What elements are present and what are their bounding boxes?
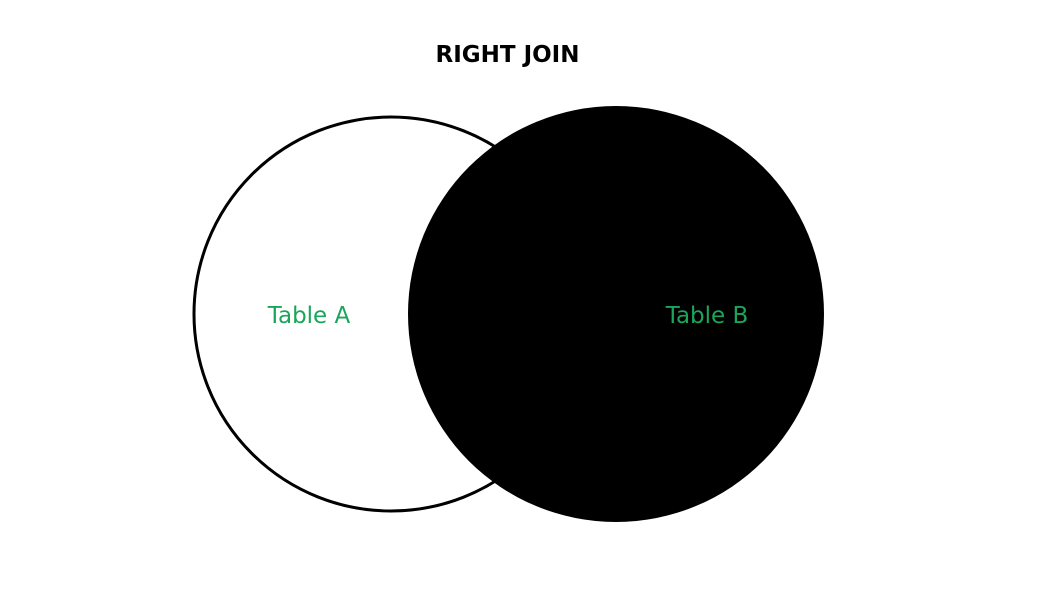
diagram-title: RIGHT JOIN xyxy=(435,42,580,68)
circle-table-b xyxy=(408,106,824,522)
label-table-a: Table A xyxy=(267,303,351,329)
label-table-b: Table B xyxy=(665,303,749,329)
